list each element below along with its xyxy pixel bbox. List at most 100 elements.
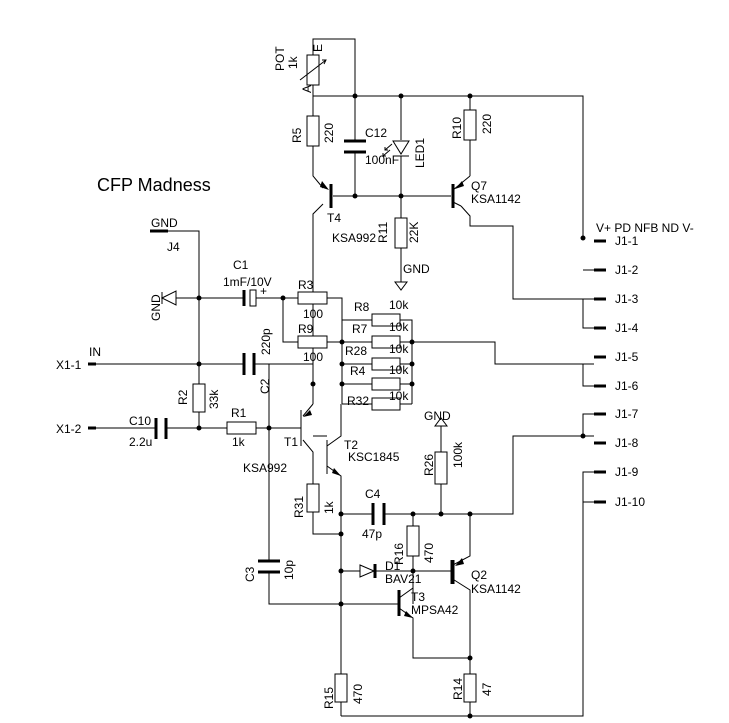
transistor-t2: T2 KSC1845 xyxy=(332,438,400,476)
j4-ref: J4 xyxy=(167,240,180,254)
r32-value: 10k xyxy=(389,389,409,403)
r1-ref: R1 xyxy=(231,406,247,420)
c1-ref: C1 xyxy=(233,258,249,272)
diode-d1: D1 BAV21 xyxy=(359,559,422,586)
r10-value: 220 xyxy=(480,114,494,134)
c3-value: 10p xyxy=(282,560,296,580)
transistor-t4: T4 KSA992 xyxy=(320,181,376,245)
r2-value: 33k xyxy=(207,389,221,409)
transistor-t1: T1 KSA992 xyxy=(243,410,312,475)
r28-value: 10k xyxy=(389,342,409,356)
connector-pin-label: J1-6 xyxy=(615,379,639,393)
r16-ref: R16 xyxy=(392,543,406,565)
c1-plus: + xyxy=(260,284,267,298)
connector-pin-label: J1-8 xyxy=(615,436,639,450)
r4-value: 10k xyxy=(389,363,409,377)
t1-ref: T1 xyxy=(284,435,298,449)
led1: LED1 xyxy=(382,138,427,168)
gnd-diode-label: GND xyxy=(149,294,163,321)
resistor-r28: R28 10k xyxy=(345,342,409,371)
resistor-r7: R7 10k xyxy=(352,320,409,349)
r5-value: 220 xyxy=(322,123,336,143)
resistor-r2: R2 33k xyxy=(176,383,221,413)
input-connectors: X1-1 IN X1-2 xyxy=(56,345,101,436)
resistor-r9: R9 100 xyxy=(297,322,328,364)
resistor-r3: R3 100 xyxy=(297,278,328,321)
capacitor-c12: C12 100nF xyxy=(344,126,399,167)
resistor-r14: R14 47 xyxy=(451,673,494,703)
resistor-r26: R26 100k xyxy=(422,441,465,485)
c3-ref: C3 xyxy=(243,566,257,582)
connector-pin-label: J1-5 xyxy=(615,350,639,364)
r26-ref: R26 xyxy=(422,454,436,476)
resistor-r4: R4 10k xyxy=(350,363,409,391)
q2-ref: Q2 xyxy=(471,568,487,582)
pot: POT 1k E A xyxy=(273,44,327,93)
wires xyxy=(93,38,594,717)
capacitor-c4: C4 47p xyxy=(362,487,386,541)
r9-value: 100 xyxy=(303,350,323,364)
transistor-q2: Q2 KSA1142 xyxy=(451,558,521,596)
r32-ref: R32 xyxy=(347,394,369,408)
c1-value: 1mF/10V xyxy=(223,275,272,289)
r16-value: 470 xyxy=(422,543,436,563)
r1-value: 1k xyxy=(232,435,246,449)
r9-ref: R9 xyxy=(298,322,314,336)
r3-value: 100 xyxy=(303,307,323,321)
r2-ref: R2 xyxy=(176,389,190,405)
in-label: IN xyxy=(89,345,101,359)
d1-ref: D1 xyxy=(385,559,401,573)
connector-pin-list: J1-1J1-2J1-3J1-4J1-5J1-6J1-7J1-8J1-9J1-1… xyxy=(594,234,645,509)
r4-ref: R4 xyxy=(350,364,366,378)
resistor-r16: R16 470 xyxy=(392,525,436,565)
c12-value: 100nF xyxy=(365,153,399,167)
c2-ref: C2 xyxy=(258,378,272,394)
connector-pin-label: J1-1 xyxy=(615,234,639,248)
r11-ref: R11 xyxy=(376,222,390,243)
d1-value: BAV21 xyxy=(385,572,422,586)
resistor-r15: R15 470 xyxy=(322,673,365,709)
capacitor-c3: C3 10p xyxy=(243,559,296,582)
r8-ref: R8 xyxy=(354,300,370,314)
r31-ref: R31 xyxy=(292,496,306,518)
resistor-r10: R10 220 xyxy=(450,109,494,141)
c2-value: 220p xyxy=(259,328,273,355)
resistor-r8: R8 10k xyxy=(354,298,409,327)
r26-value: 100k xyxy=(451,441,465,468)
connector-pin-label: J1-9 xyxy=(615,465,639,479)
pot-value: 1k xyxy=(286,55,300,69)
r10-ref: R10 xyxy=(450,117,464,139)
r8-value: 10k xyxy=(389,298,409,312)
t4-ref: T4 xyxy=(327,211,341,225)
r15-value: 470 xyxy=(351,684,365,704)
pot-ref: POT xyxy=(273,46,287,71)
transistor-t3: T3 MPSA42 xyxy=(397,590,459,618)
r14-value: 47 xyxy=(480,682,494,696)
connector-pin-label: J1-4 xyxy=(615,321,639,335)
r7-value: 10k xyxy=(389,320,409,334)
pot-pin-a: A xyxy=(300,85,314,93)
x1-2-label: X1-2 xyxy=(56,422,82,436)
x1-1-label: X1-1 xyxy=(56,358,82,372)
r15-ref: R15 xyxy=(322,687,336,709)
t3-value: MPSA42 xyxy=(411,603,459,617)
c4-ref: C4 xyxy=(365,487,381,501)
j4-label: GND xyxy=(151,216,178,230)
resistor-r31: R31 1k xyxy=(292,483,336,518)
connector-j1: V+ PD NFB ND V- J1-1J1-2J1-3J1-4J1-5J1-6… xyxy=(594,221,694,509)
connector-pin-label: J1-10 xyxy=(615,495,645,509)
j4-gnd: GND J4 xyxy=(151,216,180,254)
c10-ref: C10 xyxy=(129,414,151,428)
capacitor-c1: + C1 1mF/10V xyxy=(223,258,272,307)
capacitor-c10: C10 2.2u xyxy=(129,414,168,449)
t2-value: KSC1845 xyxy=(348,450,400,464)
t1-value: KSA992 xyxy=(243,461,287,475)
connector-pin-label: J1-3 xyxy=(615,292,639,306)
q2-value: KSA1142 xyxy=(471,582,521,596)
r31-value: 1k xyxy=(322,500,336,514)
resistor-r5: R5 220 xyxy=(290,115,336,147)
r14-ref: R14 xyxy=(451,678,465,700)
c4-value: 47p xyxy=(362,527,382,541)
connector-header: V+ PD NFB ND V- xyxy=(596,221,694,235)
r7-ref: R7 xyxy=(352,322,368,336)
